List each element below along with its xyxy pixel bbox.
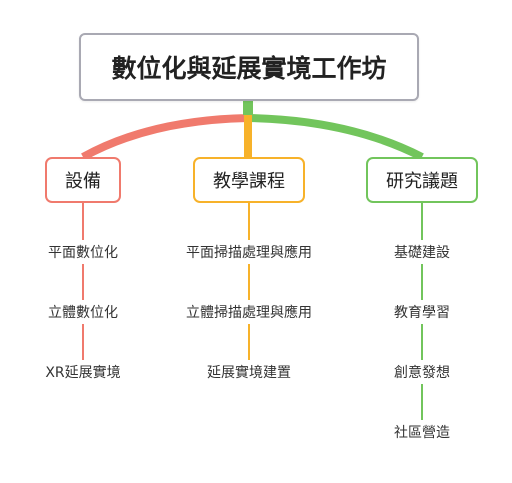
leaf-research-4: 社區營造	[394, 420, 450, 444]
connector-root-green	[244, 101, 424, 161]
leaf-label: 延展實境建置	[207, 365, 291, 381]
branch-label: 研究議題	[386, 171, 458, 192]
leaf-course-2: 立體掃描處理與應用	[186, 300, 312, 324]
leaf-equipment-3: XR延展實境	[45, 360, 121, 384]
leaf-research-3: 創意發想	[394, 360, 450, 384]
leaf-label: 基礎建設	[394, 245, 450, 261]
leaf-equipment-1: 平面數位化	[48, 240, 118, 264]
branch-courses: 教學課程	[193, 157, 305, 203]
connector-root-red	[81, 101, 252, 161]
branch-label: 教學課程	[213, 171, 285, 192]
branch-equipment: 設備	[45, 157, 121, 203]
leaf-label: 平面掃描處理與應用	[186, 245, 312, 261]
leaf-label: 創意發想	[394, 365, 450, 381]
root-stem-green	[243, 101, 253, 115]
leaf-label: 立體掃描處理與應用	[186, 305, 312, 321]
leaf-label: 平面數位化	[48, 245, 118, 261]
leaf-equipment-2: 立體數位化	[48, 300, 118, 324]
leaf-label: XR延展實境	[45, 365, 121, 381]
leaf-label: 教育學習	[394, 305, 450, 321]
branch-label: 設備	[65, 171, 101, 192]
leaf-course-3: 延展實境建置	[207, 360, 291, 384]
root-label: 數位化與延展實境工作坊	[111, 54, 387, 83]
leaf-research-2: 教育學習	[394, 300, 450, 324]
leaf-course-1: 平面掃描處理與應用	[186, 240, 312, 264]
leaf-label: 立體數位化	[48, 305, 118, 321]
leaf-label: 社區營造	[394, 425, 450, 441]
branch-research: 研究議題	[366, 157, 478, 203]
root-node: 數位化與延展實境工作坊	[79, 33, 419, 101]
leaf-research-1: 基礎建設	[394, 240, 450, 264]
